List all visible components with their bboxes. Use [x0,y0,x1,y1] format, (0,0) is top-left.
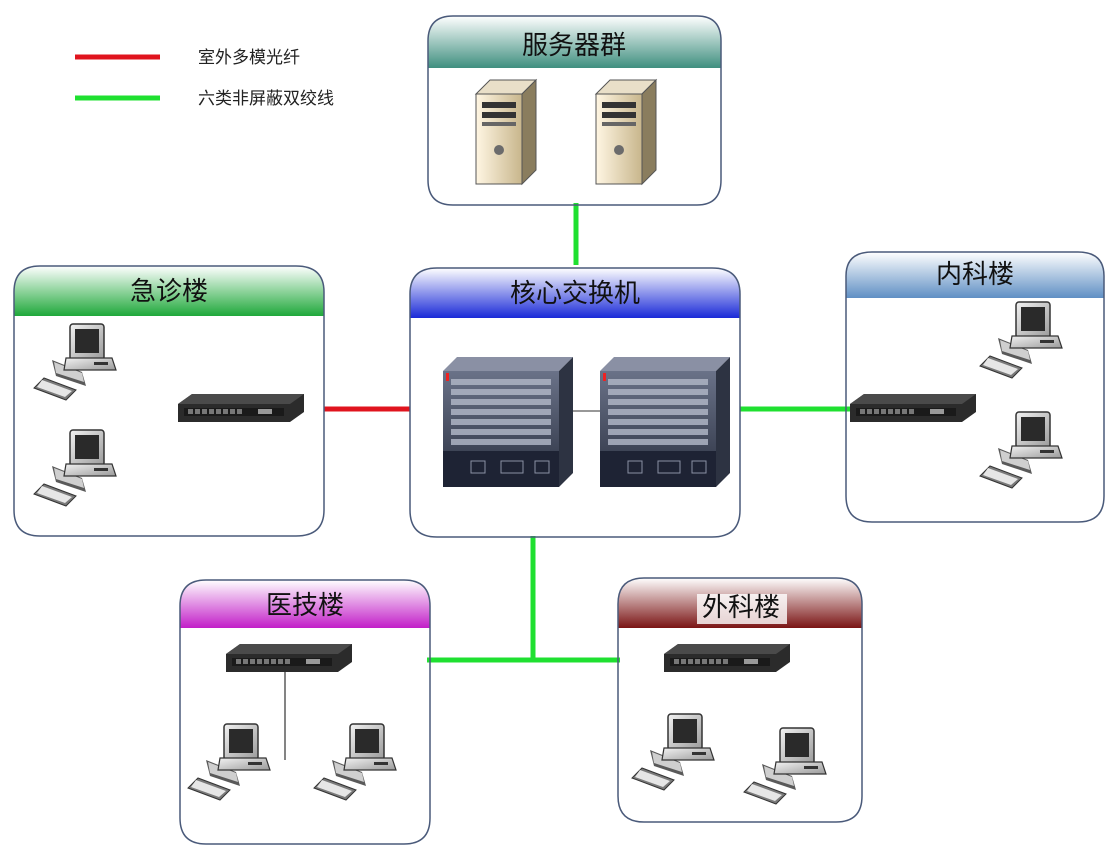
node-internal: 内科楼 [845,251,1105,523]
computer-icon [743,727,827,805]
links [324,203,850,663]
node-server-frame [427,15,722,206]
core-switch-icon [442,356,574,488]
node-emergency-title: 急诊楼 [130,277,208,307]
core-switch-icon [599,356,731,488]
node-emergency: 急诊楼 [13,265,325,537]
computer-icon [33,429,117,507]
node-surgery-frame [617,577,863,823]
node-surgery-title: 外科楼 [702,593,780,623]
computer-icon [631,713,715,791]
node-medtech-title: 医技楼 [266,591,344,621]
server-icon [475,79,537,185]
legend-cat6-label: 六类非屏蔽双绞线 [198,89,334,109]
node-surgery: 外科楼 [617,577,863,823]
computer-icon [979,411,1063,489]
node-server: 服务器群 [427,15,722,206]
node-emergency-frame [13,265,325,537]
legend-fiber-label: 室外多模光纤 [198,48,300,68]
node-core: 核心交换机 [409,267,741,538]
legend: 室外多模光纤 六类非屏蔽双绞线 [75,48,334,109]
node-medtech-frame [179,579,431,845]
node-internal-frame [845,251,1105,523]
node-surgery-title-backdrop [697,594,787,624]
server-icon [595,79,657,185]
node-core-title: 核心交换机 [510,279,640,309]
node-internal-title: 内科楼 [936,260,1014,290]
computer-icon [187,723,271,801]
access-switch-icon [178,394,304,422]
access-switch-icon [850,394,976,422]
node-core-frame [409,267,741,538]
computer-icon [979,301,1063,379]
node-medtech: 医技楼 [179,579,431,845]
access-switch-icon [664,644,790,672]
computer-icon [33,323,117,401]
node-server-title: 服务器群 [522,31,626,61]
access-switch-icon [226,644,352,672]
computer-icon [313,723,397,801]
